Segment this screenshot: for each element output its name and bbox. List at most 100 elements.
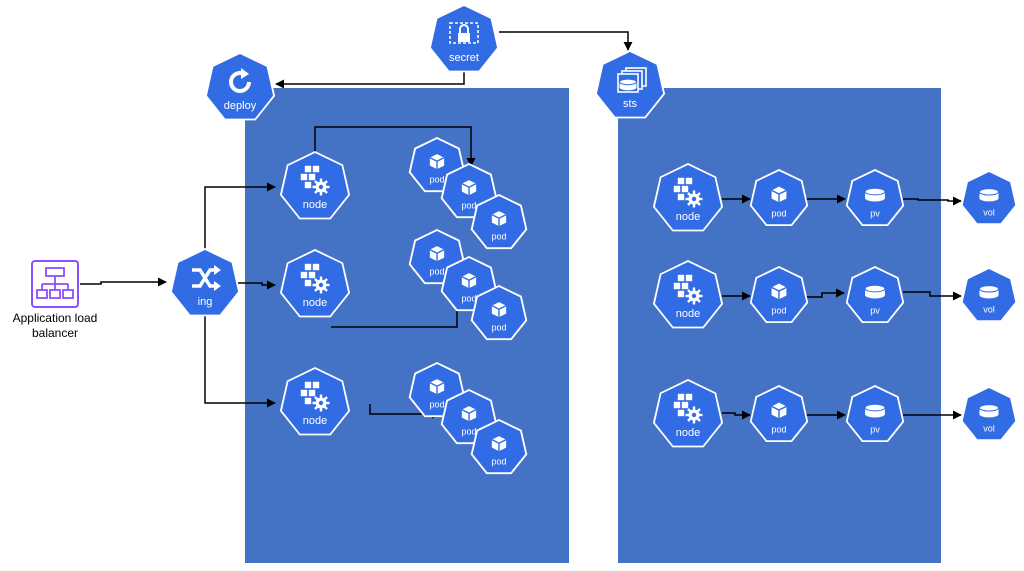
cubes-gear-icon — [300, 263, 330, 294]
cube-icon — [461, 406, 477, 422]
gear-hole — [691, 196, 697, 202]
pod-label: pod — [491, 323, 506, 333]
disk-bottom — [865, 194, 885, 202]
cube-edges — [429, 382, 445, 395]
node-node: node — [279, 249, 351, 318]
cube-edges — [771, 286, 787, 300]
cubes-gear-icon — [673, 393, 703, 424]
edge-ing-node1 — [204, 182, 276, 258]
gear-tooth — [687, 201, 692, 206]
node-badge — [654, 165, 722, 230]
gear-tooth — [687, 298, 692, 303]
mini-cube — [312, 165, 320, 173]
disk-bottom — [979, 195, 999, 202]
mini-cube — [304, 263, 312, 271]
gear-tooth — [687, 192, 692, 197]
mini-cube — [304, 381, 312, 389]
gear-tooth — [323, 278, 328, 283]
gear-hole — [691, 412, 697, 418]
edge-sts-pod2-pv — [806, 288, 845, 298]
connectors — [80, 31, 962, 420]
node-badge — [281, 369, 349, 434]
cube-icon — [461, 273, 477, 289]
vol-label: vol — [983, 208, 995, 218]
cubes-gear-icon — [673, 274, 703, 305]
vol-node: vol — [960, 267, 1018, 323]
disk-icon — [864, 187, 886, 202]
gear-tooth — [687, 417, 692, 422]
cube-icon — [491, 211, 507, 227]
gear-hole — [691, 293, 697, 299]
gear-hole — [318, 282, 324, 288]
cube-edges — [491, 439, 507, 452]
cube-icon — [429, 379, 445, 395]
edge-alb-ing — [80, 277, 167, 287]
pod-node: pod — [470, 285, 528, 341]
edge-secret-sts — [499, 31, 633, 51]
secret-frame — [449, 22, 479, 44]
pv-node: pv — [845, 385, 905, 442]
gear-tooth — [696, 201, 701, 206]
node-node: node — [652, 379, 724, 448]
pod-label: pod — [461, 294, 476, 304]
cubes-gear-icon — [673, 177, 703, 208]
mini-cube — [677, 177, 685, 185]
pod-label: pod — [461, 201, 476, 211]
node-label: node — [303, 199, 327, 211]
node-badge — [654, 381, 722, 446]
mini-cube — [308, 389, 316, 397]
gear-tooth — [696, 192, 701, 197]
shuffle-heads — [214, 265, 221, 291]
mini-cube — [673, 401, 681, 409]
cube-icon — [771, 402, 787, 419]
gear-tooth — [323, 405, 328, 410]
gear-tooth — [314, 180, 319, 185]
disk-icon — [864, 403, 886, 418]
disk-icon — [978, 404, 1000, 418]
cube-edges — [771, 405, 787, 419]
gear-tooth — [687, 408, 692, 413]
pv-label: pv — [870, 208, 880, 218]
mini-cube — [677, 409, 685, 417]
mini-cube — [308, 173, 316, 181]
pv-node: pv — [845, 169, 905, 226]
pod-label: pod — [771, 305, 786, 315]
disk-bottom — [619, 84, 637, 91]
disk-bottom — [979, 411, 999, 418]
cubes-gear-icon — [300, 381, 330, 412]
pv-node: pv — [845, 266, 905, 323]
cube-edges — [429, 249, 445, 262]
pv-label: pv — [870, 305, 880, 315]
mini-cube — [681, 185, 689, 193]
sts-label: sts — [623, 98, 638, 110]
application-load-balancer: Application load balancer — [13, 260, 97, 340]
gear-tooth — [687, 289, 692, 294]
refresh-head — [241, 68, 249, 79]
gear-hole — [318, 400, 324, 406]
mini-cube — [677, 393, 685, 401]
lock-body — [458, 33, 470, 42]
node-node: node — [652, 163, 724, 232]
gear-tooth — [323, 189, 328, 194]
mini-cube — [685, 393, 693, 401]
pod-label: pod — [771, 208, 786, 218]
gear-tooth — [323, 180, 328, 185]
gear-tooth — [314, 287, 319, 292]
alb-label-line2: balancer — [32, 326, 78, 340]
cube-icon — [429, 246, 445, 262]
ing-label: ing — [198, 296, 213, 308]
cube-edges — [771, 189, 787, 203]
gear-tooth — [314, 189, 319, 194]
gear-hole — [318, 184, 324, 190]
deploy-node: deploy — [204, 52, 276, 121]
disk-top — [619, 78, 637, 86]
disk-bottom — [865, 291, 885, 299]
node-badge — [281, 251, 349, 316]
disk-top — [864, 187, 886, 196]
edge-ing-node2 — [238, 280, 276, 290]
gear-tooth — [323, 287, 328, 292]
cube-icon — [491, 436, 507, 452]
mini-cube — [300, 389, 308, 397]
disk-icon — [864, 284, 886, 299]
